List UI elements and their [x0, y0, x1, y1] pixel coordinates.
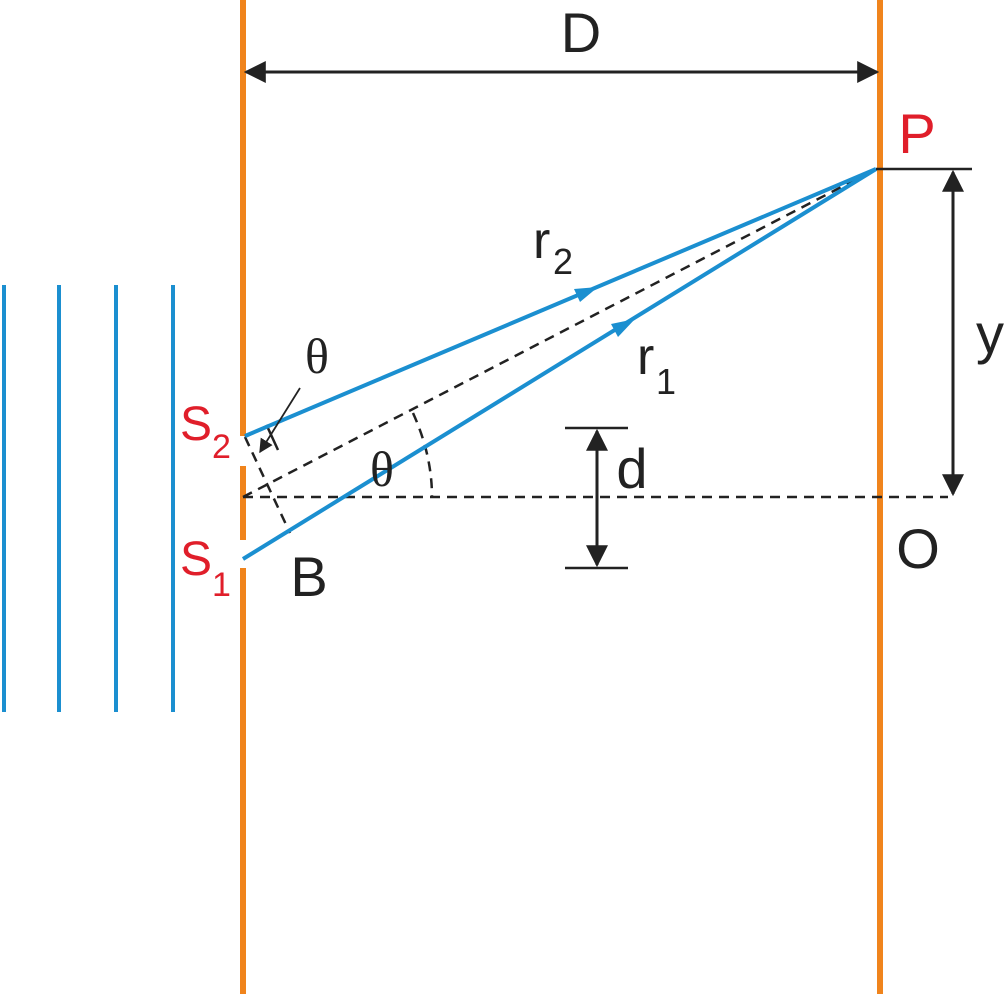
ray-arrowheads — [574, 287, 635, 337]
label-d: d — [616, 437, 647, 500]
svg-text:S: S — [180, 398, 212, 451]
label-D: D — [561, 1, 601, 64]
label-S1: S 1 — [180, 533, 231, 604]
ray-r1-arrow — [611, 319, 635, 337]
label-S2: S 2 — [180, 398, 231, 466]
construction-lines — [242, 167, 948, 534]
svg-text:1: 1 — [212, 566, 231, 604]
theta-arc — [411, 412, 434, 498]
svg-text:2: 2 — [212, 428, 231, 466]
svg-text:1: 1 — [656, 361, 676, 402]
label-O: O — [896, 517, 940, 580]
dimension-d — [565, 426, 628, 570]
svg-text:S: S — [180, 533, 212, 586]
ray-r2 — [244, 167, 877, 438]
rays — [241, 167, 878, 561]
theta-leader — [259, 387, 301, 454]
svg-text:r: r — [533, 212, 550, 270]
incident-wavefronts — [2, 285, 175, 712]
ray-r2-arrow — [574, 287, 598, 302]
perpendicular-s2-b — [243, 436, 292, 534]
label-theta-top: θ — [305, 328, 329, 384]
svg-text:2: 2 — [553, 241, 573, 282]
ray-r1 — [241, 167, 878, 561]
label-y: y — [976, 302, 1004, 365]
label-r2: r 2 — [533, 212, 573, 282]
label-r1: r 1 — [637, 328, 676, 402]
center-to-p-line — [242, 167, 877, 499]
svg-text:r: r — [637, 328, 654, 386]
label-B: B — [290, 545, 327, 608]
label-P: P — [898, 102, 935, 165]
label-theta-mid: θ — [370, 441, 394, 497]
